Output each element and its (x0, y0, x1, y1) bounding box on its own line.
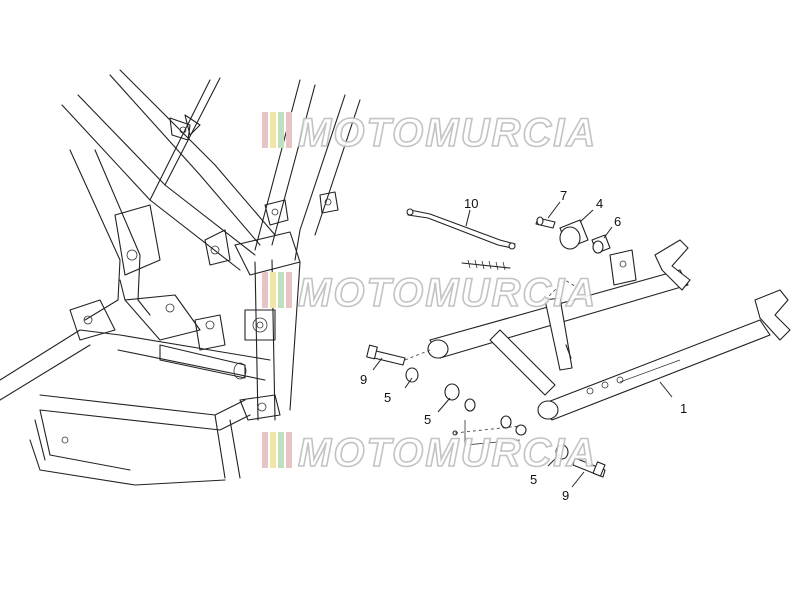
callout-7: 7 (560, 188, 567, 203)
watermark-bottom: MOTOMURCIA (262, 430, 597, 476)
watermark-text: MOTOMURCIA (298, 111, 597, 155)
watermark-middle: MOTOMURCIA (262, 270, 597, 316)
callout-9-left: 9 (360, 372, 367, 387)
callouts: 1 4 5 5 5 6 7 9 9 10 (360, 188, 687, 503)
callout-4: 4 (596, 196, 603, 211)
callout-5-left: 5 (384, 390, 391, 405)
callout-9-right: 9 (562, 488, 569, 503)
callout-10: 10 (464, 196, 478, 211)
callout-5-middle: 5 (424, 412, 431, 427)
frame-drawing (0, 69, 361, 486)
callout-1: 1 (680, 401, 687, 416)
watermark-text: MOTOMURCIA (298, 431, 597, 475)
watermark-top: MOTOMURCIA (262, 110, 597, 156)
loose-parts (366, 208, 611, 478)
callout-5-right: 5 (530, 472, 537, 487)
side-stand-assembly (427, 239, 791, 421)
callout-6: 6 (614, 214, 621, 229)
watermark-text: MOTOMURCIA (298, 271, 597, 315)
